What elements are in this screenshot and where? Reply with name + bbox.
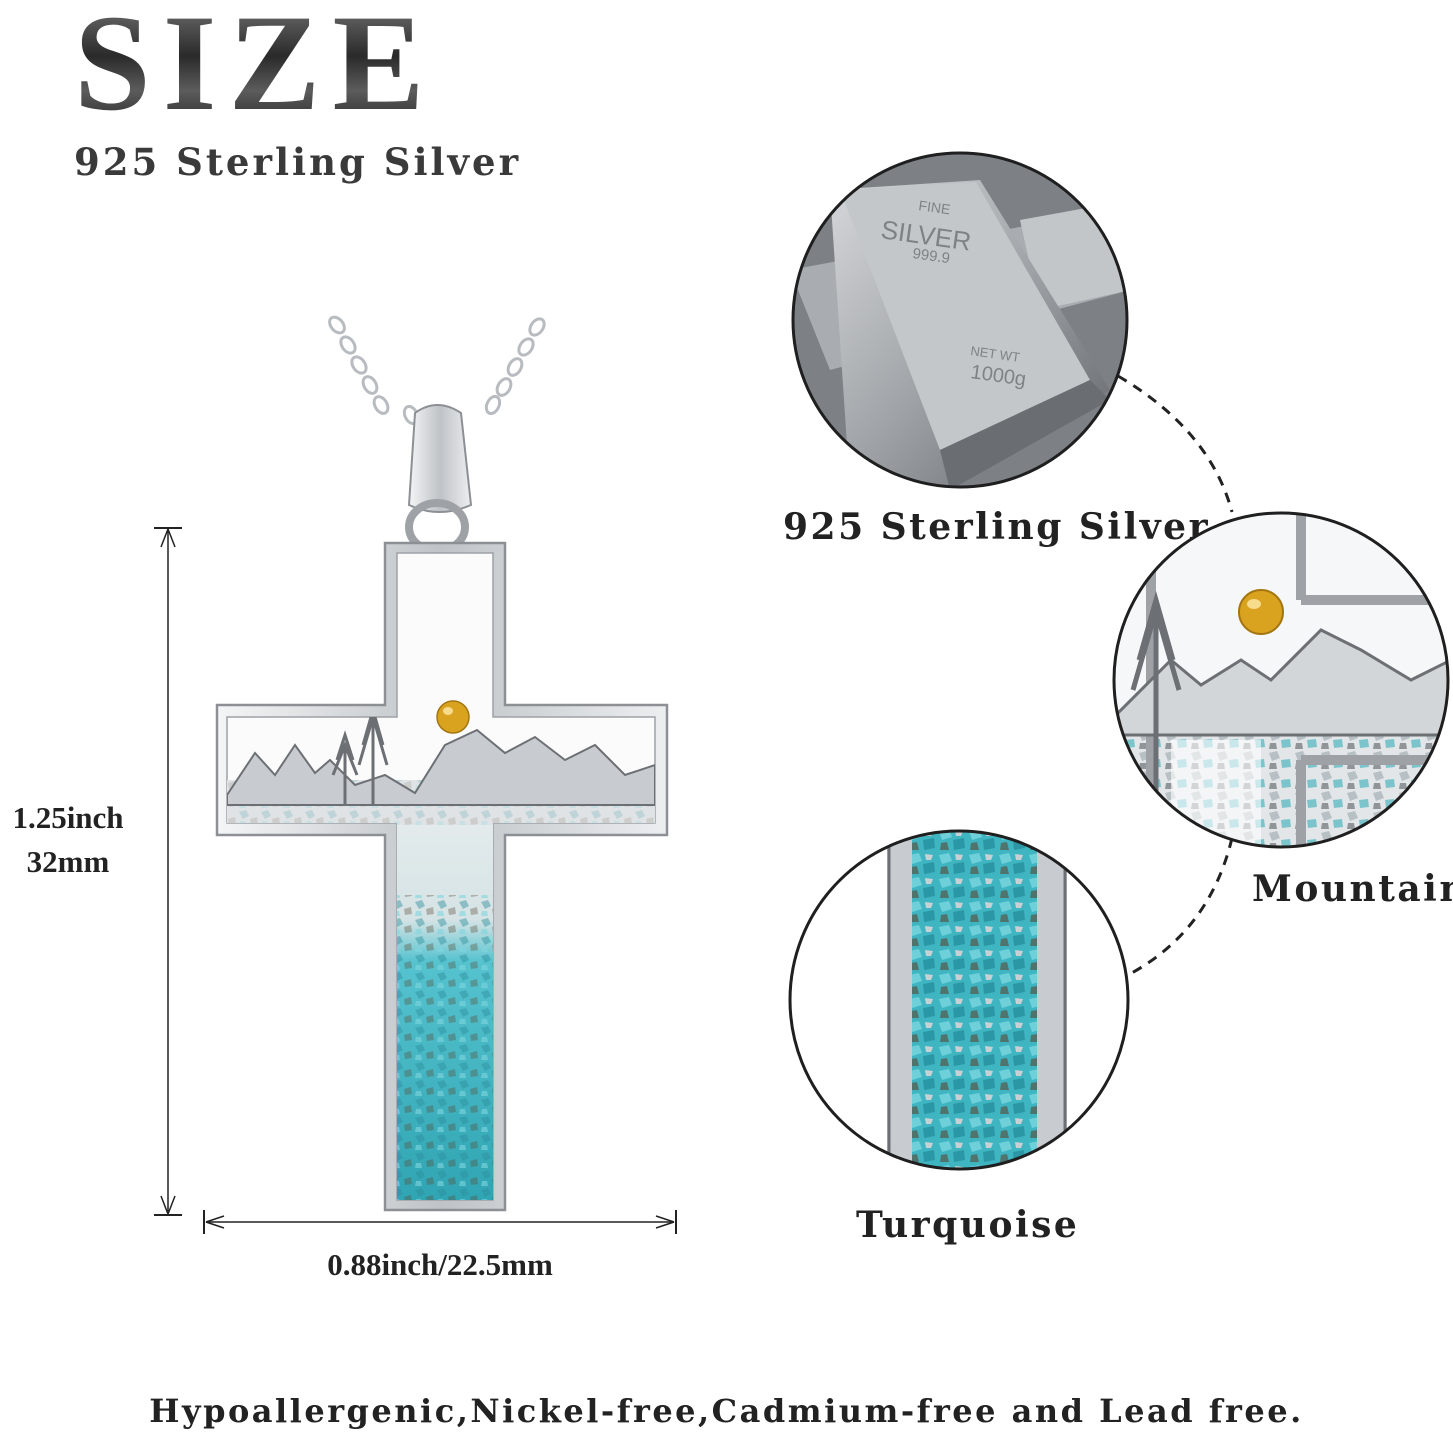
footer-disclaimer: Hypoallergenic,Nickel-free,Cadmium-free … bbox=[149, 1392, 1304, 1430]
silver-bar-text-fine: FINE bbox=[918, 197, 952, 217]
callout-label-turquoise: Turquoise bbox=[856, 1204, 1080, 1246]
silver-bar-detail-circle: FINE SILVER 999.9 NET WT 1000g bbox=[791, 151, 1129, 489]
silver-bar-text-purity: 999.9 bbox=[911, 245, 951, 267]
cross-pendant-image bbox=[215, 315, 669, 1212]
callout-label-mountain: Mountain bbox=[1252, 868, 1453, 910]
width-dimension-arrow bbox=[203, 1210, 677, 1234]
mountain-detail-circle bbox=[1112, 511, 1450, 849]
height-mm-label: 32mm bbox=[26, 844, 110, 879]
height-dimension-arrow bbox=[154, 527, 182, 1216]
height-inch-label: 1.25inch bbox=[12, 800, 124, 835]
turquoise-detail-circle bbox=[788, 829, 1130, 1171]
callout-connector-line bbox=[1117, 374, 1234, 976]
width-label: 0.88inch/22.5mm bbox=[327, 1247, 553, 1282]
page-subtitle: 925 Sterling Silver bbox=[74, 140, 522, 184]
page-title: SIZE bbox=[74, 0, 437, 132]
callout-label-silver: 925 Sterling Silver bbox=[783, 506, 1211, 548]
silver-bar-text-net-wt: NET WT bbox=[970, 343, 1021, 365]
